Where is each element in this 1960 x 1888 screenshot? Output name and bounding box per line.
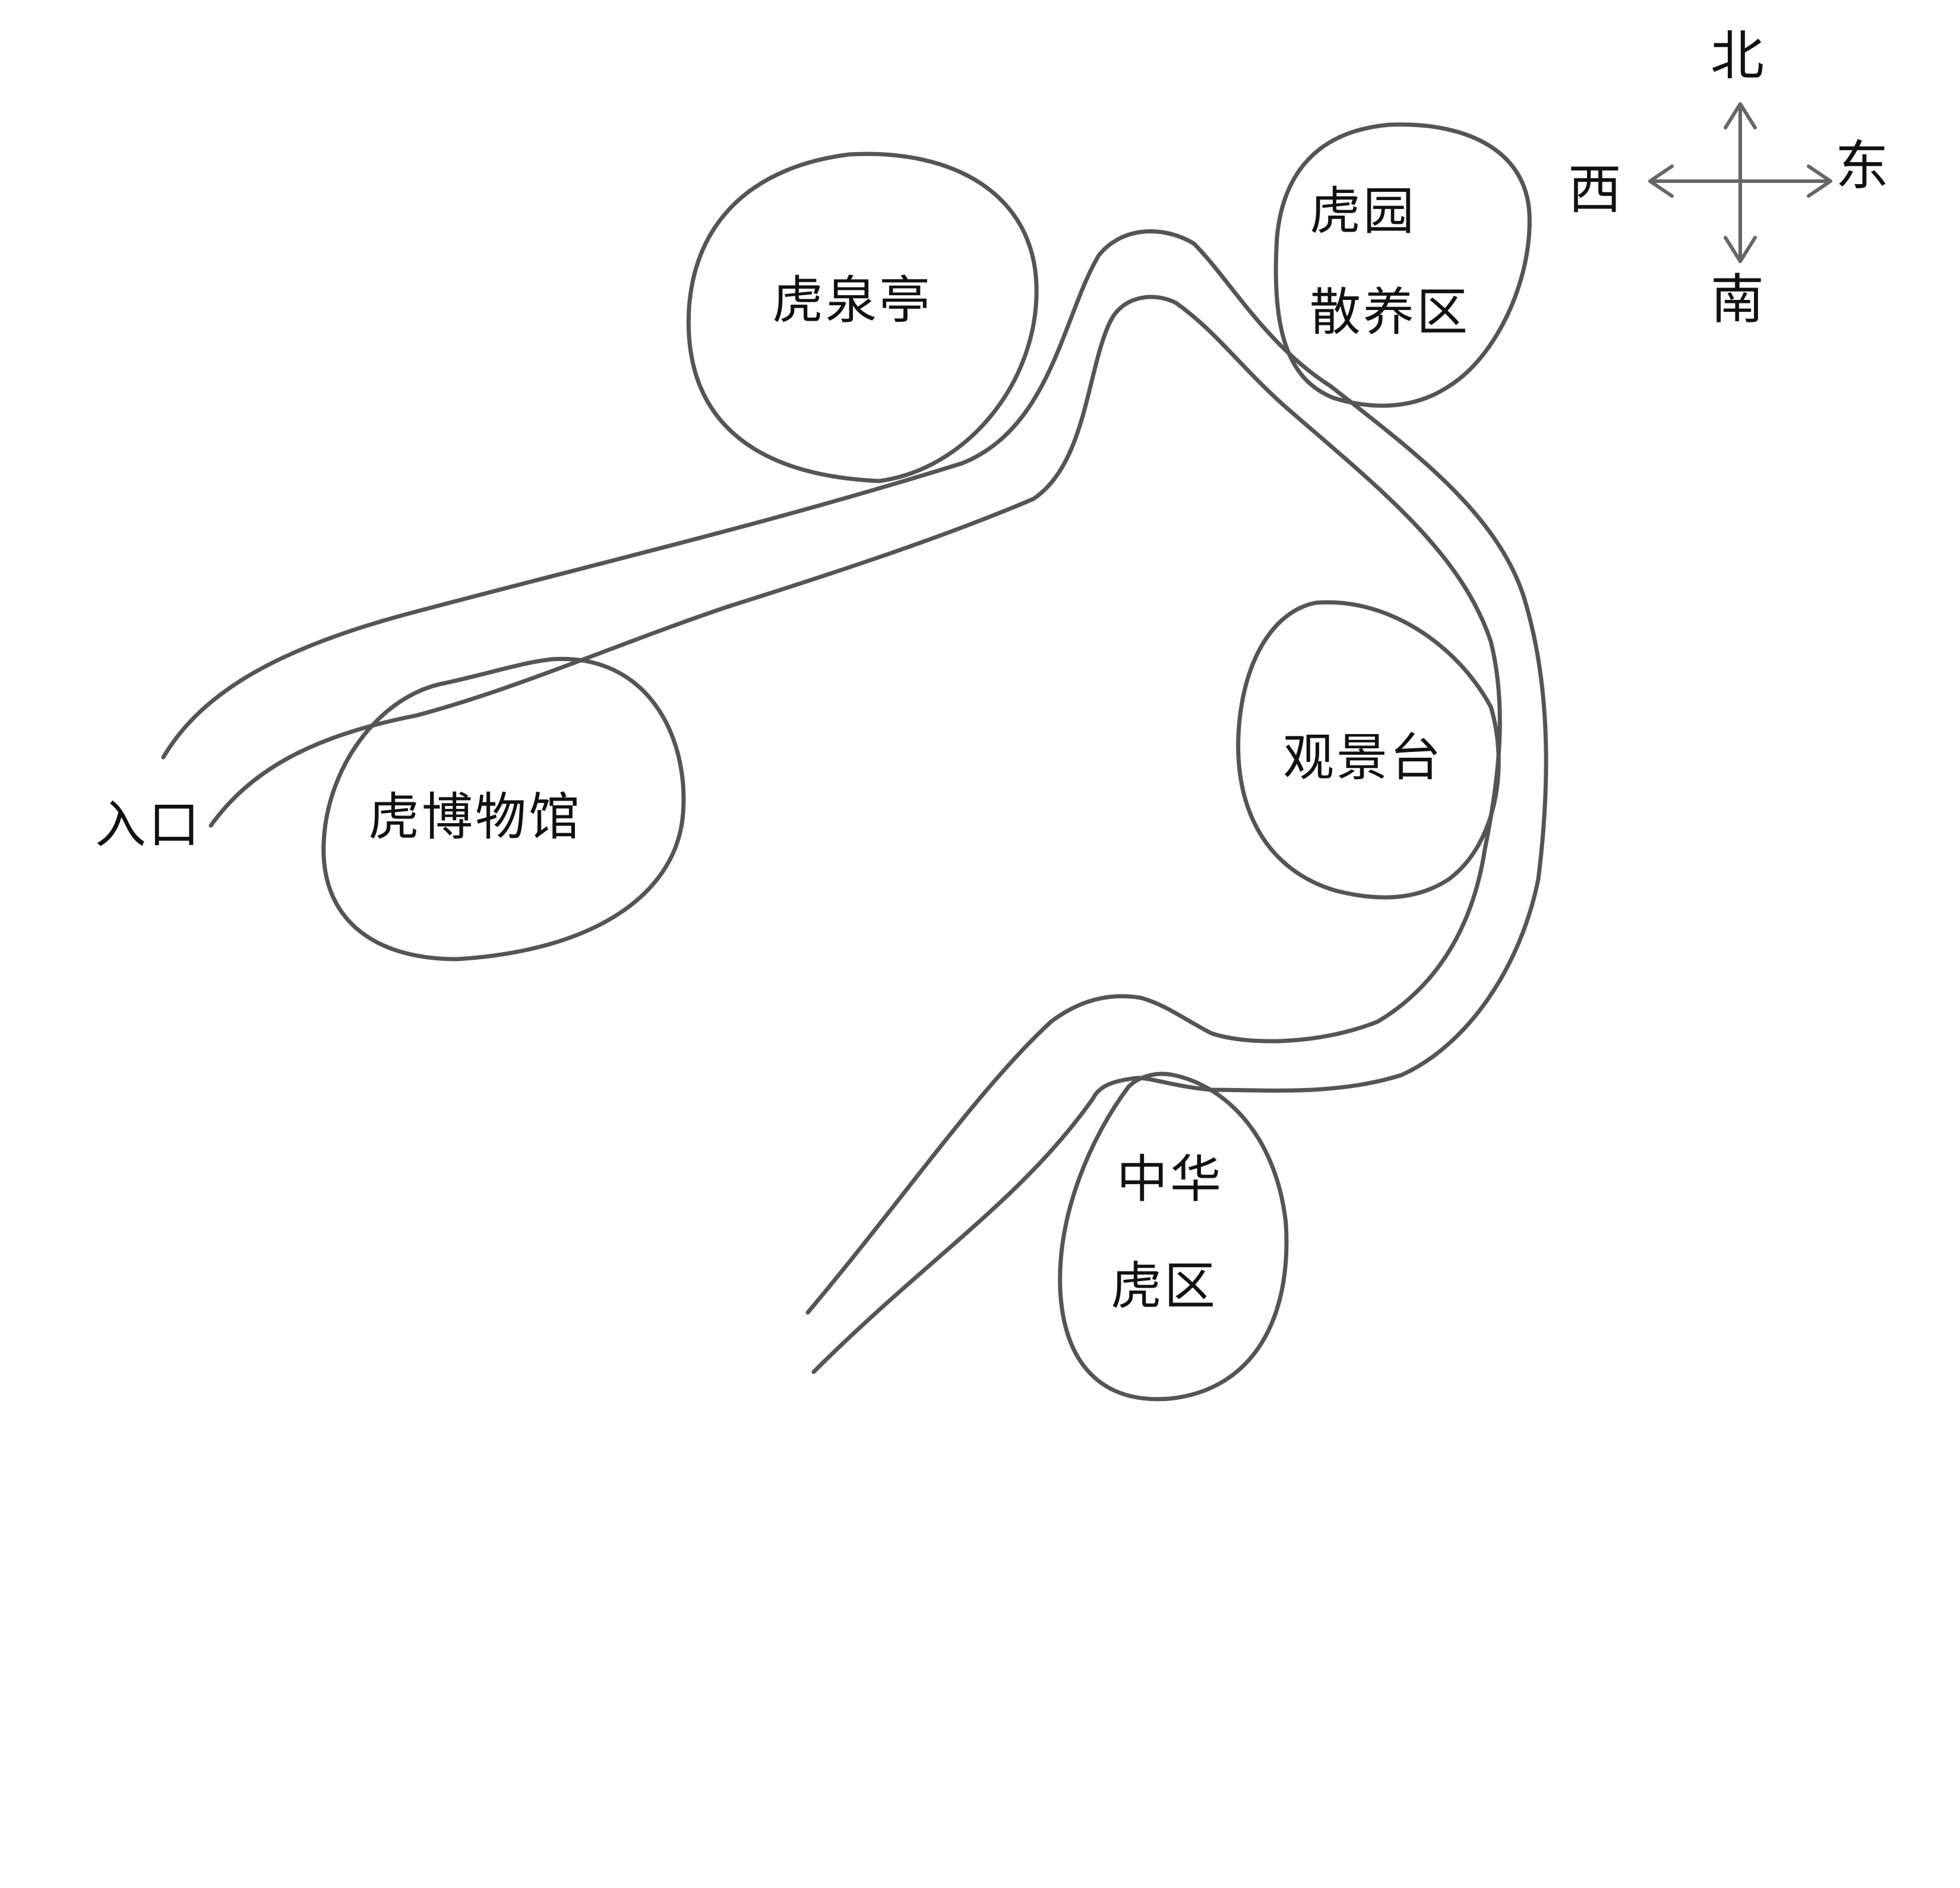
compass-rose: 北 南 西 东: [1568, 25, 1889, 331]
area-tiger-spring-pavilion[interactable]: [686, 151, 1039, 483]
areas: 虎泉亭 虎博物馆 虎园 散养区 观景台 中华 虎区: [321, 122, 1532, 1402]
label-free-range-line2: 散养区: [1310, 283, 1470, 342]
path-edge-outer: [161, 229, 1548, 1374]
area-tiger-museum[interactable]: [321, 657, 686, 962]
area-observation-deck[interactable]: [1236, 600, 1501, 900]
compass-east: 东: [1835, 135, 1889, 197]
label-entrance: 入口: [95, 795, 202, 855]
compass-south: 南: [1711, 268, 1764, 331]
label-tiger-museum: 虎博物馆: [368, 788, 582, 847]
compass-north: 北: [1711, 25, 1764, 87]
label-tiger-spring-pavilion: 虎泉亭: [772, 271, 932, 330]
walking-path: [161, 229, 1548, 1374]
label-south-china-tiger-line2: 虎区: [1111, 1257, 1218, 1316]
area-south-china-tiger[interactable]: [1058, 1071, 1289, 1402]
label-free-range-line1: 虎园: [1310, 182, 1417, 241]
label-observation-deck: 观景台: [1283, 728, 1443, 788]
compass-west: 西: [1568, 159, 1621, 221]
area-free-range[interactable]: [1273, 122, 1532, 408]
label-south-china-tiger-line1: 中华: [1117, 1150, 1224, 1209]
path-edge-inner: [208, 295, 1502, 1315]
